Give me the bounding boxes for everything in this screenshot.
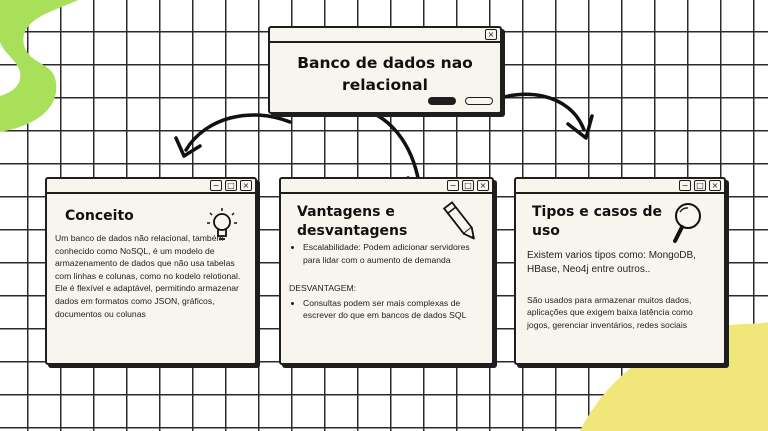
minimize-icon[interactable]: − [447, 180, 459, 191]
close-icon[interactable]: × [477, 180, 489, 191]
card-tipos-title-line2: uso [532, 223, 560, 239]
minimize-icon[interactable]: − [210, 180, 222, 191]
main-title-line1: Banco de dados nao [297, 54, 473, 72]
maximize-icon[interactable]: □ [694, 180, 706, 191]
magnifier-icon [673, 203, 701, 243]
card-conceito-title: Conceito [65, 208, 134, 224]
light-pill-button[interactable] [465, 97, 493, 105]
card-vantagens-bar: − □ × [281, 179, 492, 194]
card-tipos-title: Tipos e casos de uso [532, 203, 662, 241]
card-conceito: − □ × Conceito Um banco de dados não rel… [45, 177, 257, 365]
main-title-window: × Banco de dados nao relacional [268, 26, 502, 114]
close-icon[interactable]: × [240, 180, 252, 191]
disadvantage-item: Consultas podem ser mais complexas de es… [303, 297, 481, 322]
card-conceito-text: Um banco de dados não relacional, também… [55, 233, 241, 319]
green-squiggle [0, 0, 78, 132]
pencil-icon [442, 201, 475, 240]
card-vantagens-title-line2: desvantagens [297, 223, 408, 239]
card-tipos-text2: São usados para armazenar muitos dados, … [527, 295, 693, 330]
card-tipos-bar: − □ × [516, 179, 724, 194]
close-icon[interactable]: × [709, 180, 721, 191]
main-title-line2: relacional [342, 76, 428, 94]
minimize-icon[interactable]: − [679, 180, 691, 191]
maximize-icon[interactable]: □ [462, 180, 474, 191]
maximize-icon[interactable]: □ [225, 180, 237, 191]
advantages-list: Escalabilidade: Podem adicionar servidor… [289, 241, 481, 266]
card-vantagens-title-line1: Vantagens e [297, 204, 395, 220]
arrow-left [184, 113, 292, 152]
card-conceito-bar: − □ × [47, 179, 255, 194]
card-vantagens-body: Escalabilidade: Podem adicionar servidor… [289, 241, 481, 322]
advantage-item: Escalabilidade: Podem adicionar servidor… [303, 241, 481, 266]
card-vantagens-title: Vantagens e desvantagens [297, 203, 407, 241]
card-tipos-text1: Existem varios tipos como: MongoDB, HBas… [527, 250, 696, 276]
lightbulb-icon [207, 208, 237, 240]
main-title: Banco de dados nao relacional [270, 52, 500, 96]
main-title-bar: × [270, 28, 500, 43]
close-icon[interactable]: × [485, 29, 497, 40]
card-tipos-title-line1: Tipos e casos de [532, 204, 662, 220]
dark-pill-button[interactable] [428, 97, 456, 105]
disadvantages-list: Consultas podem ser mais complexas de es… [289, 297, 481, 322]
card-tipos: − □ × Tipos e casos de uso Existem vario… [514, 177, 726, 365]
card-vantagens: − □ × Vantagens e desvantagens Escalabil… [279, 177, 494, 365]
disadvantage-label: DESVANTAGEM: [289, 283, 357, 294]
